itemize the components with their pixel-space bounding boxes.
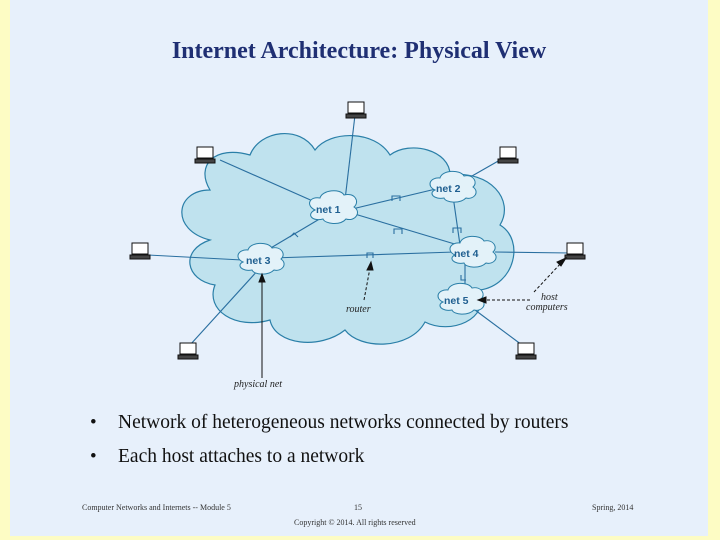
host-computers-label-line2: computers xyxy=(526,302,568,313)
net-2-cloud xyxy=(429,170,477,203)
net-1-cloud xyxy=(309,190,358,224)
slide: Internet Architecture: Physical View xyxy=(10,0,708,536)
router-symbol xyxy=(391,195,401,201)
bullet-text: Each host attaches to a network xyxy=(118,446,365,467)
computer-icon xyxy=(177,342,199,360)
router-symbol xyxy=(289,232,299,238)
computer-icon xyxy=(194,146,216,164)
router-symbol xyxy=(460,275,466,281)
router-symbol xyxy=(366,252,374,258)
bullet-item: • Network of heterogeneous networks conne… xyxy=(90,412,569,434)
computer-icon xyxy=(515,342,537,360)
net-labels: net 1 net 2 net 3 net 4 net 5 xyxy=(246,183,479,307)
net-5-label: net 5 xyxy=(444,295,469,307)
net-4-cloud xyxy=(449,235,497,268)
annotation-arrows xyxy=(258,256,568,378)
net-1-label: net 1 xyxy=(316,204,341,216)
router-symbol xyxy=(452,227,462,233)
network-links xyxy=(147,114,571,346)
router-symbol xyxy=(393,228,403,234)
net-4-label: net 4 xyxy=(454,248,479,260)
footer-right: Spring, 2014 xyxy=(592,503,634,512)
footer-page-number: 15 xyxy=(354,503,362,512)
routers xyxy=(289,195,466,281)
net-3-label: net 3 xyxy=(246,255,271,267)
computer-icon xyxy=(129,242,151,260)
bullet-list: • Network of heterogeneous networks conne… xyxy=(90,412,569,480)
bullet-text: Network of heterogeneous networks connec… xyxy=(118,412,569,433)
computer-icon xyxy=(345,101,367,119)
network-diagram: net 1 net 2 net 3 net 4 net 5 xyxy=(129,101,586,390)
net-3-cloud xyxy=(237,242,285,275)
bullet-dot-icon: • xyxy=(90,446,97,467)
router-label: router xyxy=(346,304,371,315)
footer-copyright: Copyright © 2014. All rights reserved xyxy=(294,518,416,527)
bullet-item: • Each host attaches to a network xyxy=(90,446,569,468)
computer-icon xyxy=(564,242,586,260)
bullet-dot-icon: • xyxy=(90,412,97,433)
computer-icon xyxy=(497,146,519,164)
host-computers-label-line1: host xyxy=(541,292,558,303)
net-clouds xyxy=(237,170,497,315)
net-2-label: net 2 xyxy=(436,183,461,195)
physical-net-label: physical net xyxy=(233,379,282,390)
annotation-labels: router host computers physical net xyxy=(233,292,568,390)
slide-title: Internet Architecture: Physical View xyxy=(171,38,547,64)
footer-left: Computer Networks and Internets -- Modul… xyxy=(82,503,231,512)
hosts xyxy=(129,101,586,360)
